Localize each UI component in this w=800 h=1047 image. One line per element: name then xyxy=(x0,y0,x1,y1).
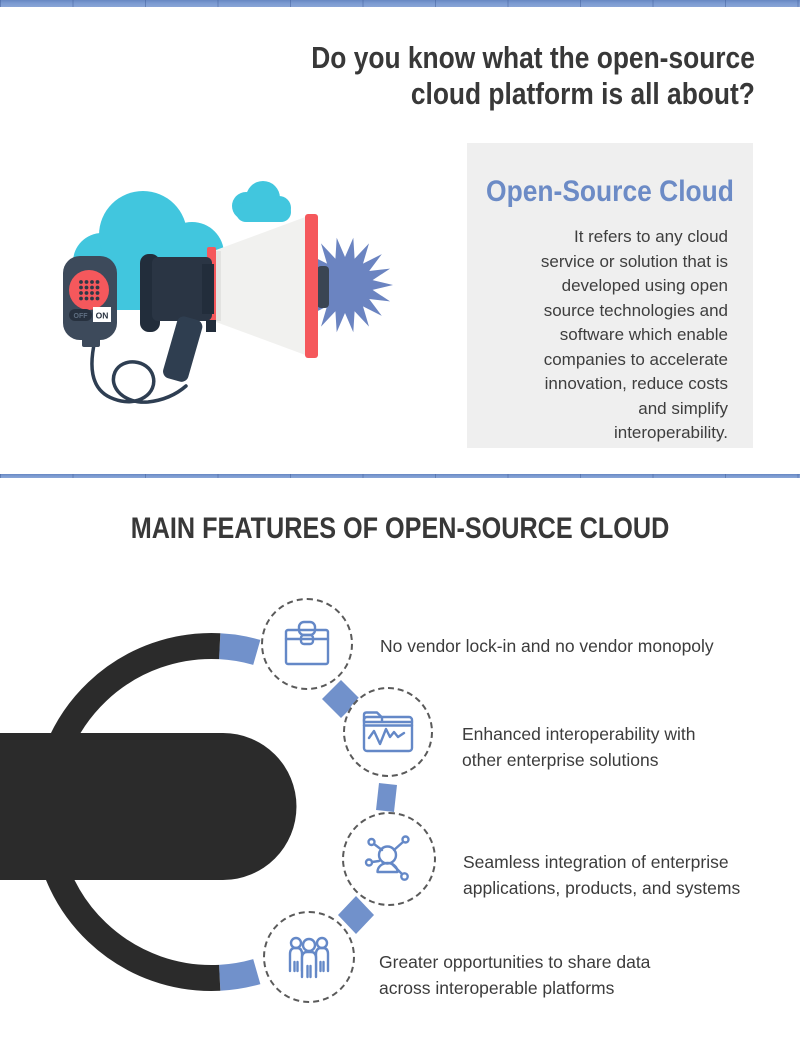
page-title-line2: cloud platform is all about? xyxy=(410,76,755,111)
page-title-line1: Do you know what the open-source xyxy=(311,40,755,75)
section-divider xyxy=(0,474,800,478)
page-title: Do you know what the open-source cloud p… xyxy=(311,40,755,112)
people-group-icon xyxy=(288,936,330,979)
intro-box-body: It refers to any cloud service or soluti… xyxy=(540,227,728,442)
mic-on-label: ON xyxy=(96,311,109,321)
megaphone-handle xyxy=(140,254,216,382)
connector-diamond-3 xyxy=(338,896,374,934)
connector-bar-2 xyxy=(376,783,397,812)
small-cloud-icon xyxy=(232,181,291,222)
megaphone-front-tab xyxy=(317,266,329,308)
network-person-icon xyxy=(364,835,410,881)
intro-box: Open-Source Cloud It refers to any cloud… xyxy=(467,143,753,448)
intro-box-title: Open-Source Cloud xyxy=(486,175,734,208)
mic-speaker-icon: OFF ON xyxy=(63,256,117,347)
feature-text-4: Greater opportunities to share data acro… xyxy=(379,952,651,998)
mic-off-label: OFF xyxy=(74,313,89,320)
feature-circle-4 xyxy=(263,911,355,1003)
dark-pill xyxy=(0,733,297,880)
megaphone-cone xyxy=(207,214,318,358)
feature-circle-2 xyxy=(343,687,433,777)
mic-cord xyxy=(90,338,188,404)
arc-tip-top xyxy=(218,633,261,665)
feature-text-3: Seamless integration of enterprise appli… xyxy=(463,852,741,898)
feature-circle-1 xyxy=(261,598,353,690)
sound-starburst-icon xyxy=(297,237,393,333)
section-heading: MAIN FEATURES OF OPEN-SOURCE CLOUD xyxy=(130,512,670,545)
feature-text-1: No vendor lock-in and no vendor monopoly xyxy=(380,636,714,656)
top-accent-bar xyxy=(0,0,800,7)
feature-circle-3 xyxy=(342,812,436,906)
arc-tip-bottom xyxy=(218,959,261,991)
megaphone-cloud-illustration: OFF ON xyxy=(63,181,393,404)
features-arc-graphic xyxy=(0,633,397,991)
briefcase-icon xyxy=(284,620,330,666)
folder-chart-icon xyxy=(362,711,414,753)
feature-text-2: Enhanced interoperability with other ent… xyxy=(462,724,696,770)
